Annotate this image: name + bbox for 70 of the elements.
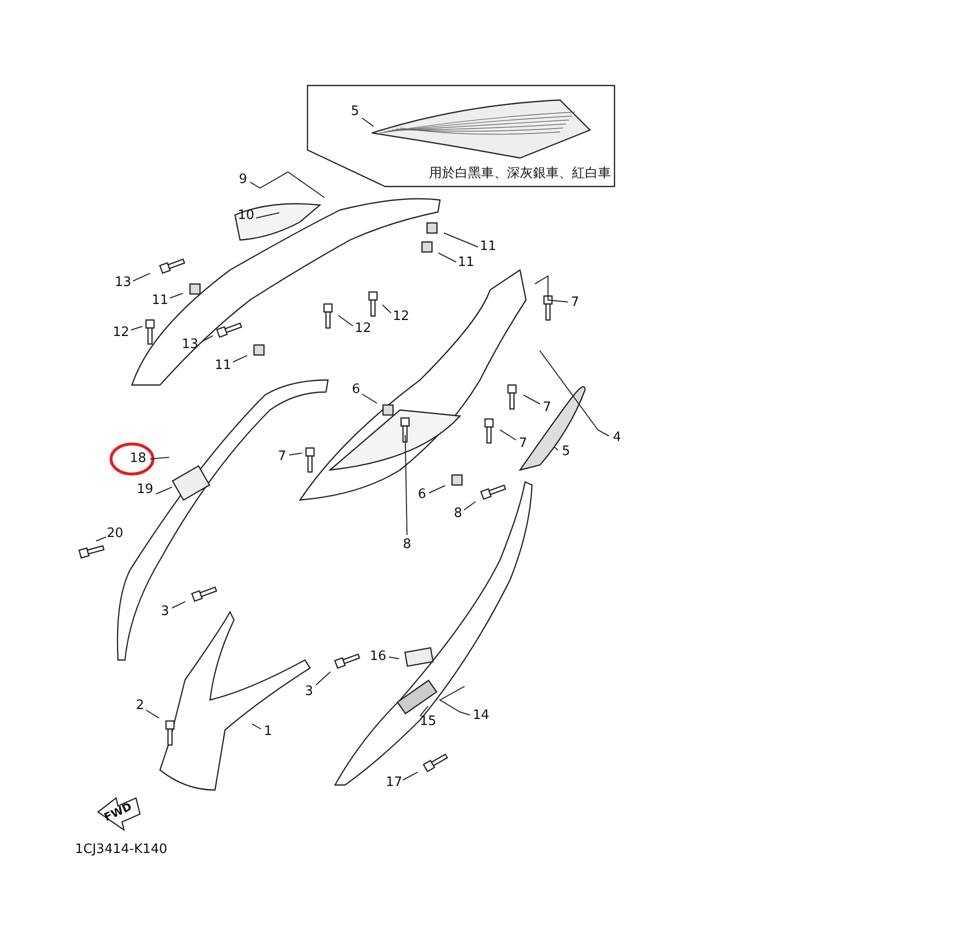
drawing-number: 1CJ3414-K140 — [75, 842, 168, 857]
callout-number: 6 — [418, 488, 426, 502]
leader-line — [464, 501, 476, 510]
arrow-label: FWD — [102, 800, 134, 824]
leader-line — [250, 171, 325, 198]
leader-line — [232, 354, 248, 362]
callout-number: 5 — [350, 105, 360, 119]
callout-number: 8 — [402, 538, 412, 552]
callout-number: 4 — [612, 431, 622, 445]
callout-number: 12 — [112, 326, 130, 340]
leader-line — [316, 671, 331, 686]
callout-number: 13 — [182, 338, 198, 352]
leader-line — [170, 292, 184, 298]
callout-number: 7 — [278, 450, 286, 464]
leader-line — [420, 706, 428, 716]
leader-line — [362, 118, 374, 127]
leader-line — [288, 452, 303, 456]
callout-number: 14 — [472, 709, 490, 723]
leader-line — [534, 275, 568, 302]
callout-number: 11 — [152, 294, 168, 308]
leader-line — [539, 350, 610, 436]
callout-number: 8 — [454, 507, 462, 521]
leader-line — [338, 315, 354, 326]
callout-number: 7 — [542, 401, 552, 415]
callout-number: 18 — [130, 452, 146, 466]
leader-line — [132, 272, 151, 282]
callout-number: 16 — [370, 650, 386, 664]
leader-line — [500, 429, 516, 440]
leader-line — [130, 326, 143, 330]
note-box — [307, 85, 615, 187]
callout-number: 6 — [352, 383, 360, 397]
callout-number: 1 — [264, 725, 272, 739]
callout-number: 19 — [136, 483, 154, 497]
callout-number: 17 — [386, 776, 402, 790]
callout-number: 12 — [392, 310, 410, 324]
leader-line — [554, 446, 558, 450]
callout-number: 15 — [420, 715, 436, 729]
callout-number: 7 — [570, 296, 580, 310]
leader-line — [362, 394, 378, 404]
leader-line — [438, 252, 456, 262]
leader-line — [150, 456, 170, 460]
callout-number: 11 — [480, 240, 496, 254]
callout-number: 2 — [136, 699, 144, 713]
leader-line — [382, 304, 392, 314]
leader-line — [388, 656, 400, 660]
callout-number: 13 — [114, 276, 132, 290]
callout-number: 9 — [238, 173, 248, 187]
leader-line — [428, 485, 446, 494]
leader-line — [523, 394, 540, 404]
callout-number: 11 — [214, 359, 232, 373]
callout-number: 5 — [562, 445, 570, 459]
leader-line — [256, 212, 280, 218]
leader-line — [202, 335, 214, 342]
callout-number: 3 — [160, 605, 170, 619]
callout-number: 7 — [518, 437, 528, 451]
leader-line — [156, 486, 173, 494]
note-text: 用於白黑車、深灰銀車、紅白車 — [429, 165, 611, 182]
callout-number: 3 — [304, 685, 314, 699]
leader-line — [146, 710, 160, 719]
leader-line — [252, 723, 262, 730]
leader-line — [444, 232, 478, 248]
callout-number: 20 — [106, 527, 124, 541]
callout-number: 10 — [238, 209, 254, 223]
leader-line — [439, 686, 470, 716]
callout-number: 12 — [354, 322, 372, 336]
leader-line — [172, 601, 186, 608]
leader-line — [96, 536, 106, 542]
leader-line — [404, 434, 408, 536]
callout-number: 11 — [458, 256, 474, 270]
leader-line — [402, 772, 418, 780]
